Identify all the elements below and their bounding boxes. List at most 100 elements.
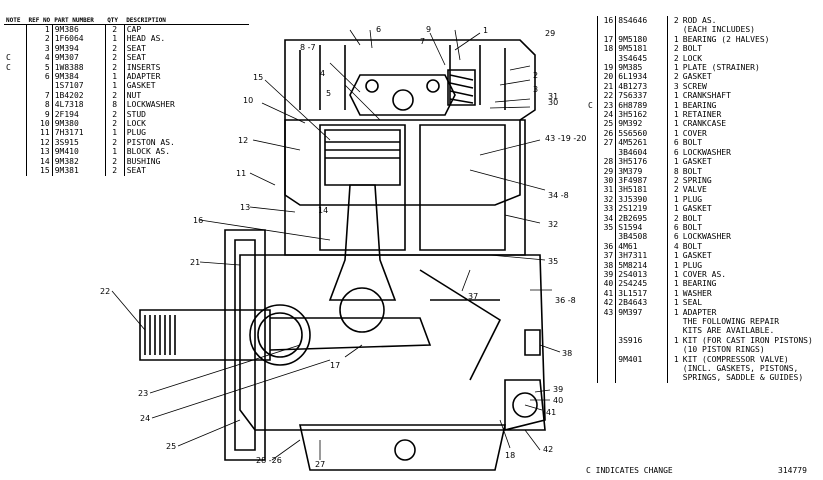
header-part-number: PART NUMBER <box>52 2 106 25</box>
callout-14: 14 <box>318 206 328 215</box>
cell-qty: 1 <box>673 279 679 289</box>
cell-part: 3L1517 <box>615 288 668 299</box>
cell-note <box>586 213 599 223</box>
cell-part: 5S6560 <box>615 128 668 139</box>
cell-note <box>586 63 599 73</box>
cell-note <box>4 156 27 167</box>
cell-qty: 6 <box>673 232 679 242</box>
cell-desc: ADAPTER <box>126 72 161 82</box>
cell-desc: THE FOLLOWING REPAIR <box>682 317 780 326</box>
callout-13: 13 <box>240 203 250 212</box>
cell-qty: 2 <box>673 72 679 82</box>
cell-part: 9M381 <box>52 166 106 176</box>
cell-qty: 2 <box>105 43 125 54</box>
cell-ref: 38 <box>597 260 617 270</box>
cell-desc: LOCKWASHER <box>126 100 175 110</box>
cell-part: 9M384 <box>52 72 106 82</box>
callout-18: 18 <box>505 451 515 460</box>
cell-part: 3S916 <box>615 335 668 346</box>
cell-desc: KITS ARE AVAILABLE. <box>682 326 775 336</box>
crankcase-ribs <box>419 269 502 381</box>
cell-note <box>586 16 599 26</box>
header-qty: QTY <box>105 2 125 25</box>
cell-ref: 29 <box>597 166 617 176</box>
header-note: NOTE <box>4 2 27 25</box>
cell-qty: 1 <box>673 335 679 345</box>
cell-ref <box>597 326 617 336</box>
cell-ref: 10 <box>26 119 53 129</box>
cylinder-bore-right <box>419 124 506 251</box>
cell-desc: BUSHING <box>126 156 161 166</box>
cell-note <box>586 317 599 327</box>
cell-qty: 2 <box>673 213 679 223</box>
cell-ref: 9 <box>26 109 53 120</box>
cell-desc: BOLT <box>682 213 703 223</box>
cell-ref <box>597 373 617 383</box>
callout-25: 25 <box>166 442 176 451</box>
cell-qty: 2 <box>673 44 679 54</box>
cell-ref <box>597 335 617 346</box>
cell-note: C <box>4 62 27 73</box>
cell-qty: 2 <box>105 90 125 101</box>
cell-qty: 1 <box>673 34 679 44</box>
cell-qty: 1 <box>673 307 679 317</box>
cell-note <box>586 307 599 317</box>
cell-ref: 15 <box>26 166 53 176</box>
cell-desc: CAP <box>126 25 142 34</box>
cell-note <box>586 288 599 299</box>
cell-qty: 8 <box>673 166 679 176</box>
cell-desc: LOCK <box>682 53 703 63</box>
cell-part: 8S4646 <box>615 16 668 26</box>
cell-note <box>586 260 599 270</box>
cell-ref: 20 <box>597 72 617 82</box>
cell-ref: 39 <box>597 269 617 280</box>
cell-part: 9M392 <box>615 119 668 129</box>
adapter <box>349 74 456 116</box>
connecting-rod <box>328 184 397 301</box>
callout-5: 5 <box>326 89 331 98</box>
callout-23: 23 <box>138 389 148 398</box>
cell-desc: PISTON AS. <box>126 137 175 147</box>
cell-part: 4M5261 <box>615 138 668 148</box>
cell-note <box>586 364 599 374</box>
cell-note <box>586 354 599 365</box>
cell-ref: 19 <box>597 63 617 73</box>
cell-note <box>586 110 599 120</box>
table-row: KITS ARE AVAILABLE. <box>586 326 823 336</box>
cell-ref: 31 <box>597 185 617 195</box>
cell-note <box>586 119 599 129</box>
callout-40: 40 <box>553 396 563 405</box>
cell-qty: 4 <box>673 241 679 251</box>
cell-part: 9M401 <box>615 354 668 365</box>
callout-31: 31 <box>548 92 558 101</box>
cell-desc: (INCL. GASKETS, PISTONS, <box>682 364 799 374</box>
cell-desc: LOCKWASHER <box>682 147 731 157</box>
cell-ref <box>597 25 617 35</box>
cell-part: 9M5181 <box>615 44 668 54</box>
cell-qty <box>667 373 680 382</box>
callout-24: 24 <box>140 414 150 423</box>
cell-qty: 6 <box>673 222 679 232</box>
cell-desc: KIT (FOR CAST IRON PISTONS) <box>682 335 813 345</box>
cell-qty: 1 <box>673 157 679 167</box>
cell-ref <box>597 232 617 242</box>
cell-qty: 1 <box>673 100 679 110</box>
cell-note <box>586 53 599 64</box>
cell-ref: 23 <box>597 100 617 111</box>
cell-qty: 1 <box>673 260 679 270</box>
cell-desc: GASKET <box>126 81 156 91</box>
cell-desc: LOCKWASHER <box>682 232 731 242</box>
cell-part: 9M386 <box>52 24 106 35</box>
cell-qty: 1 <box>673 128 679 138</box>
